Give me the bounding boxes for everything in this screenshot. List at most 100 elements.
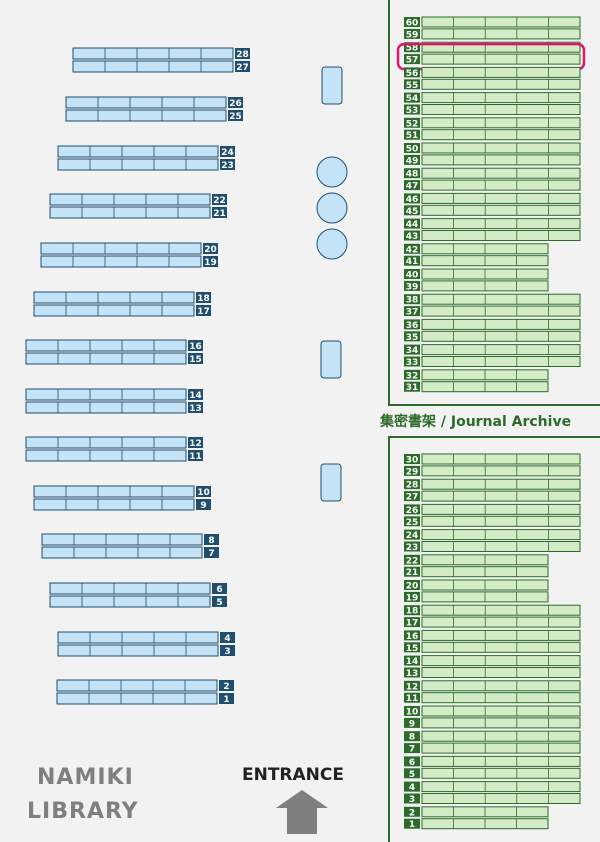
archive-shelf-13[interactable]: 13 xyxy=(404,667,581,680)
archive-shelf-37[interactable]: 37 xyxy=(404,305,581,318)
shelf-24[interactable]: 24 xyxy=(57,145,235,158)
archive-shelf-42[interactable]: 42 xyxy=(404,243,549,256)
archive-shelf-52[interactable]: 52 xyxy=(404,117,581,130)
archive-shelf-48[interactable]: 48 xyxy=(404,167,581,180)
shelf-25[interactable]: 25 xyxy=(65,109,243,122)
shelf-number: 9 xyxy=(200,501,206,511)
shelf-3[interactable]: 3 xyxy=(57,644,235,657)
archive-shelf-26[interactable]: 26 xyxy=(404,503,581,516)
archive-shelf-35[interactable]: 35 xyxy=(404,330,581,343)
archive-shelf-44[interactable]: 44 xyxy=(404,218,581,231)
shelf-19[interactable]: 19 xyxy=(40,255,218,268)
archive-shelf-6[interactable]: 6 xyxy=(404,755,581,768)
archive-shelf-22[interactable]: 22 xyxy=(404,554,549,567)
shelf-21[interactable]: 21 xyxy=(49,206,227,219)
shelf-12[interactable]: 12 xyxy=(25,436,203,449)
shelf-6[interactable]: 6 xyxy=(49,582,227,595)
archive-shelf-40[interactable]: 40 xyxy=(404,268,549,281)
archive-shelf-17[interactable]: 17 xyxy=(404,616,581,629)
archive-shelf-4[interactable]: 4 xyxy=(404,781,581,794)
archive-shelf-20[interactable]: 20 xyxy=(404,579,549,592)
shelf-9[interactable]: 9 xyxy=(33,498,211,511)
archive-shelf-11[interactable]: 11 xyxy=(404,692,581,705)
shelf-8[interactable]: 8 xyxy=(41,533,219,546)
archive-shelf-18[interactable]: 18 xyxy=(404,604,581,617)
archive-shelf-2[interactable]: 2 xyxy=(404,806,549,819)
shelf-number-tag xyxy=(404,580,420,590)
archive-shelf-12[interactable]: 12 xyxy=(404,680,581,693)
archive-shelf-59[interactable]: 59 xyxy=(404,28,581,41)
archive-shelf-34[interactable]: 34 xyxy=(404,344,581,357)
shelf-26[interactable]: 26 xyxy=(65,96,243,109)
archive-shelf-56[interactable]: 56 xyxy=(404,66,581,79)
shelf-11[interactable]: 11 xyxy=(25,449,203,462)
archive-shelf-27[interactable]: 27 xyxy=(404,490,581,503)
shelf-body xyxy=(421,767,581,779)
shelf-17[interactable]: 17 xyxy=(33,304,211,317)
shelf-body xyxy=(421,629,581,641)
archive-shelf-53[interactable]: 53 xyxy=(404,104,581,117)
shelf-number: 37 xyxy=(406,308,419,318)
shelf-23[interactable]: 23 xyxy=(57,158,235,171)
shelf-13[interactable]: 13 xyxy=(25,401,203,414)
archive-shelf-55[interactable]: 55 xyxy=(404,78,581,91)
archive-shelf-47[interactable]: 47 xyxy=(404,179,581,192)
shelf-22[interactable]: 22 xyxy=(49,193,227,206)
archive-shelf-16[interactable]: 16 xyxy=(404,629,581,642)
archive-shelf-45[interactable]: 45 xyxy=(404,204,581,217)
archive-shelf-24[interactable]: 24 xyxy=(404,529,581,542)
shelf-18[interactable]: 18 xyxy=(33,291,211,304)
archive-shelf-31[interactable]: 31 xyxy=(404,381,549,394)
archive-shelf-15[interactable]: 15 xyxy=(404,641,581,654)
archive-shelf-41[interactable]: 41 xyxy=(404,255,549,268)
shelf-number: 11 xyxy=(189,452,202,462)
archive-shelf-1[interactable]: 1 xyxy=(404,818,549,831)
archive-shelf-39[interactable]: 39 xyxy=(404,280,549,293)
archive-shelf-50[interactable]: 50 xyxy=(404,142,581,155)
shelf-body xyxy=(421,92,581,104)
archive-shelf-7[interactable]: 7 xyxy=(404,742,581,755)
archive-shelf-28[interactable]: 28 xyxy=(404,478,581,491)
archive-shelf-33[interactable]: 33 xyxy=(404,356,581,369)
archive-shelf-38[interactable]: 38 xyxy=(404,293,581,306)
shelf-15[interactable]: 15 xyxy=(25,352,203,365)
archive-shelf-10[interactable]: 10 xyxy=(404,705,581,718)
archive-shelf-9[interactable]: 9 xyxy=(404,717,581,730)
shelf-number: 42 xyxy=(406,245,419,255)
shelf-16[interactable]: 16 xyxy=(25,339,203,352)
shelf-body xyxy=(421,192,581,204)
archive-shelf-21[interactable]: 21 xyxy=(404,566,549,579)
archive-shelf-3[interactable]: 3 xyxy=(404,793,581,806)
archive-shelf-54[interactable]: 54 xyxy=(404,92,581,105)
shelf-number: 54 xyxy=(406,94,419,104)
shelf-number: 19 xyxy=(406,593,419,603)
shelf-2[interactable]: 2 xyxy=(56,679,234,692)
archive-shelf-23[interactable]: 23 xyxy=(404,541,581,554)
shelf-10[interactable]: 10 xyxy=(33,485,211,498)
archive-shelf-8[interactable]: 8 xyxy=(404,730,581,743)
shelf-body xyxy=(33,498,195,511)
shelf-14[interactable]: 14 xyxy=(25,388,203,401)
archive-shelf-43[interactable]: 43 xyxy=(404,230,581,243)
shelf-20[interactable]: 20 xyxy=(40,242,218,255)
shelf-number: 13 xyxy=(189,404,202,414)
archive-shelf-46[interactable]: 46 xyxy=(404,192,581,205)
archive-shelf-60[interactable]: 60 xyxy=(404,16,581,29)
archive-shelf-51[interactable]: 51 xyxy=(404,129,581,142)
archive-shelf-36[interactable]: 36 xyxy=(404,318,581,331)
shelf-7[interactable]: 7 xyxy=(41,546,219,559)
shelf-body xyxy=(421,204,581,216)
archive-shelf-29[interactable]: 29 xyxy=(404,465,581,478)
archive-shelf-19[interactable]: 19 xyxy=(404,591,549,604)
archive-shelf-49[interactable]: 49 xyxy=(404,154,581,167)
archive-shelf-32[interactable]: 32 xyxy=(404,369,549,382)
shelf-4[interactable]: 4 xyxy=(57,631,235,644)
shelf-5[interactable]: 5 xyxy=(49,595,227,608)
shelf-1[interactable]: 1 xyxy=(56,692,234,705)
archive-shelf-25[interactable]: 25 xyxy=(404,515,581,528)
archive-shelf-14[interactable]: 14 xyxy=(404,655,581,668)
shelf-28[interactable]: 28 xyxy=(72,47,250,60)
archive-shelf-30[interactable]: 30 xyxy=(404,453,581,466)
archive-shelf-5[interactable]: 5 xyxy=(404,767,581,780)
shelf-27[interactable]: 27 xyxy=(72,60,250,73)
